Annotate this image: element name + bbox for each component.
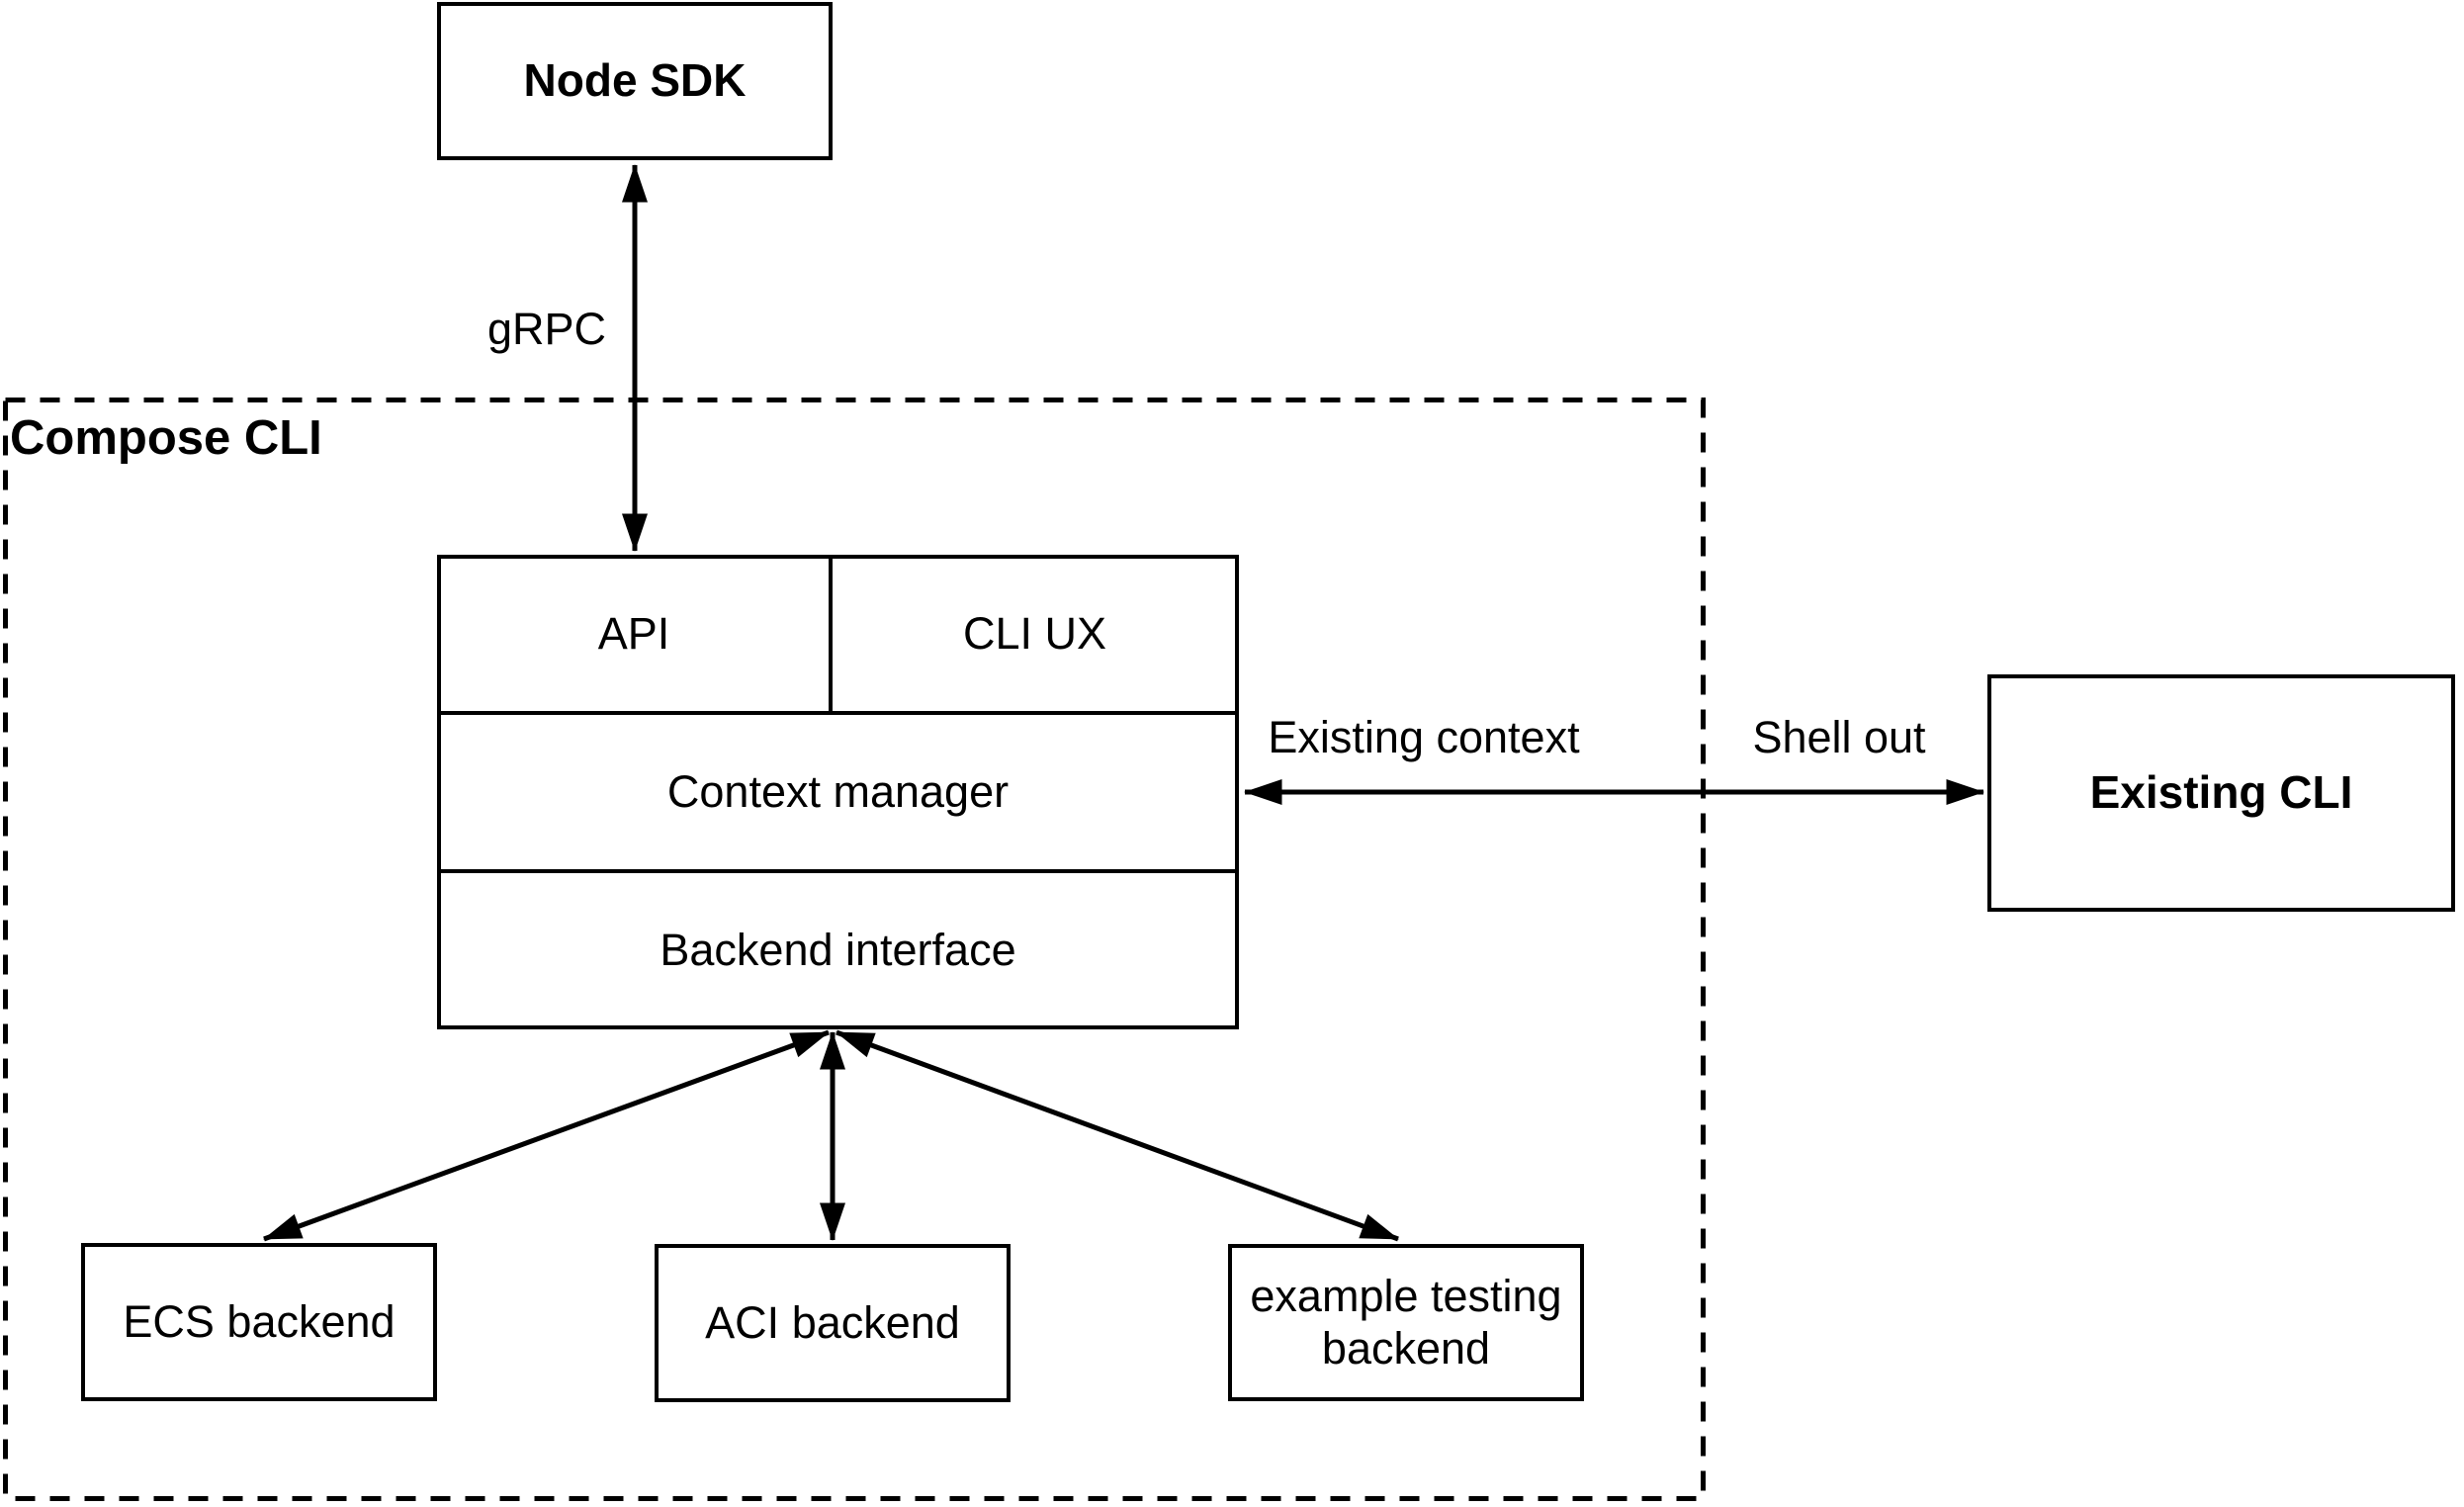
compose-cli-stack-box (437, 555, 1239, 1029)
node-sdk-label: Node SDK (523, 54, 747, 107)
aci-backend-box (655, 1244, 1011, 1402)
compose-cli-container-border (3, 398, 1706, 1501)
existing-context-edge-label: Existing context (1268, 711, 1580, 762)
ecs-backend-label: ECS backend (123, 1295, 396, 1347)
api-label: API (597, 607, 670, 659)
existing-cli-label: Existing CLI (2089, 766, 2353, 819)
context-manager-label: Context manager (666, 765, 1010, 817)
example-testing-backend-box (1228, 1244, 1584, 1401)
aci-backend-label: ACI backend (705, 1296, 960, 1348)
example-testing-backend-label: example testing backend (1250, 1271, 1562, 1374)
node-sdk-box (437, 2, 833, 160)
grpc-edge-label: gRPC (486, 303, 607, 354)
existing-cli-box (1987, 674, 2455, 912)
compose-cli-container-label: Compose CLI (10, 411, 322, 466)
backend-ecs-arrow (263, 1029, 830, 1242)
ecs-backend-box (81, 1243, 437, 1401)
cli-ux-label: CLI UX (962, 607, 1107, 659)
shell-out-edge-label: Shell out (1752, 711, 1926, 762)
backend-interface-label: Backend interface (660, 924, 1016, 975)
backend-example-arrow (836, 1029, 1399, 1242)
